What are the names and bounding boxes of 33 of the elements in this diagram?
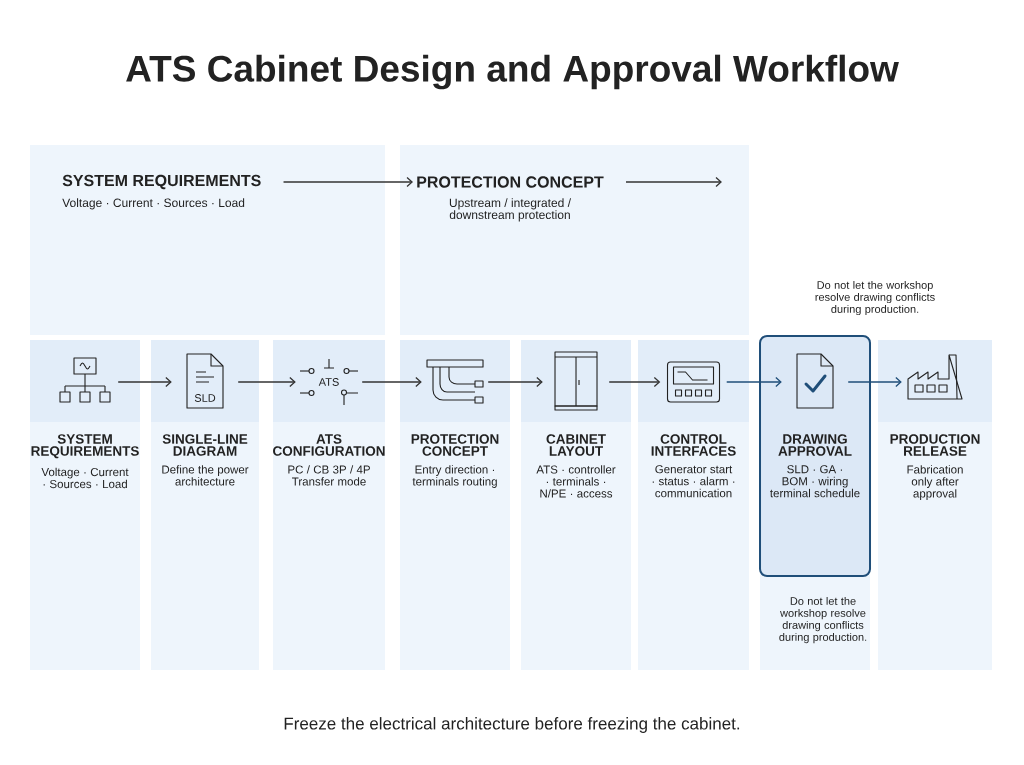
step-text: PC / CB 3P / 4P Transfer mode (288, 465, 370, 486)
step-text: Entry direction · terminals routing (412, 465, 497, 488)
arrow (117, 376, 172, 388)
step-heading: DRAWING APPROVAL (778, 434, 852, 456)
arrow (625, 176, 722, 188)
step-heading: PROTECTION CONCEPT (411, 434, 499, 456)
section-text: Voltage · Current · Sources · Load (62, 198, 245, 210)
step-heading: CABINET LAYOUT (546, 434, 606, 456)
note: Do not let the workshop resolve drawing conflicts during production. (815, 280, 935, 316)
step-text: Fabrication only after approval (907, 465, 963, 500)
arrow (847, 376, 902, 388)
step-heading: PRODUCTION RELEASE (890, 434, 980, 456)
step-text: ATS · controller · terminals · N/PE · access (536, 465, 616, 498)
section-heading: SYSTEM REQUIREMENTS (62, 174, 261, 190)
step-heading: SINGLE-LINE DIAGRAM (162, 434, 248, 456)
step-heading: CONTROL INTERFACES (651, 434, 736, 456)
arrow (608, 376, 661, 388)
arrow (487, 376, 543, 388)
title: ATS Cabinet Design and Approval Workflow (126, 54, 899, 90)
step-text: Define the power architecture (162, 465, 249, 486)
step-text: SLD · GA · BOM · wiring terminal schedule (770, 465, 860, 498)
arrow (726, 376, 782, 388)
arrow (361, 376, 422, 388)
step-text: Generator start · status · alarm · communication (652, 465, 735, 498)
step-text: Voltage · Current · Sources · Load (41, 467, 129, 489)
step-heading: ATS CONFIGURATION (273, 434, 385, 456)
caption: Freeze the electrical architecture before freezing the cabinet. (284, 717, 740, 733)
section-text: Upstream / integrated / downstream protection (449, 198, 571, 222)
section-heading: PROTECTION CONCEPT (417, 176, 604, 188)
step-heading: SYSTEM REQUIREMENTS (31, 434, 139, 459)
arrow (237, 376, 296, 388)
arrow (282, 176, 413, 188)
note: Do not let the workshop resolve drawing conflicts during production. (779, 596, 867, 644)
